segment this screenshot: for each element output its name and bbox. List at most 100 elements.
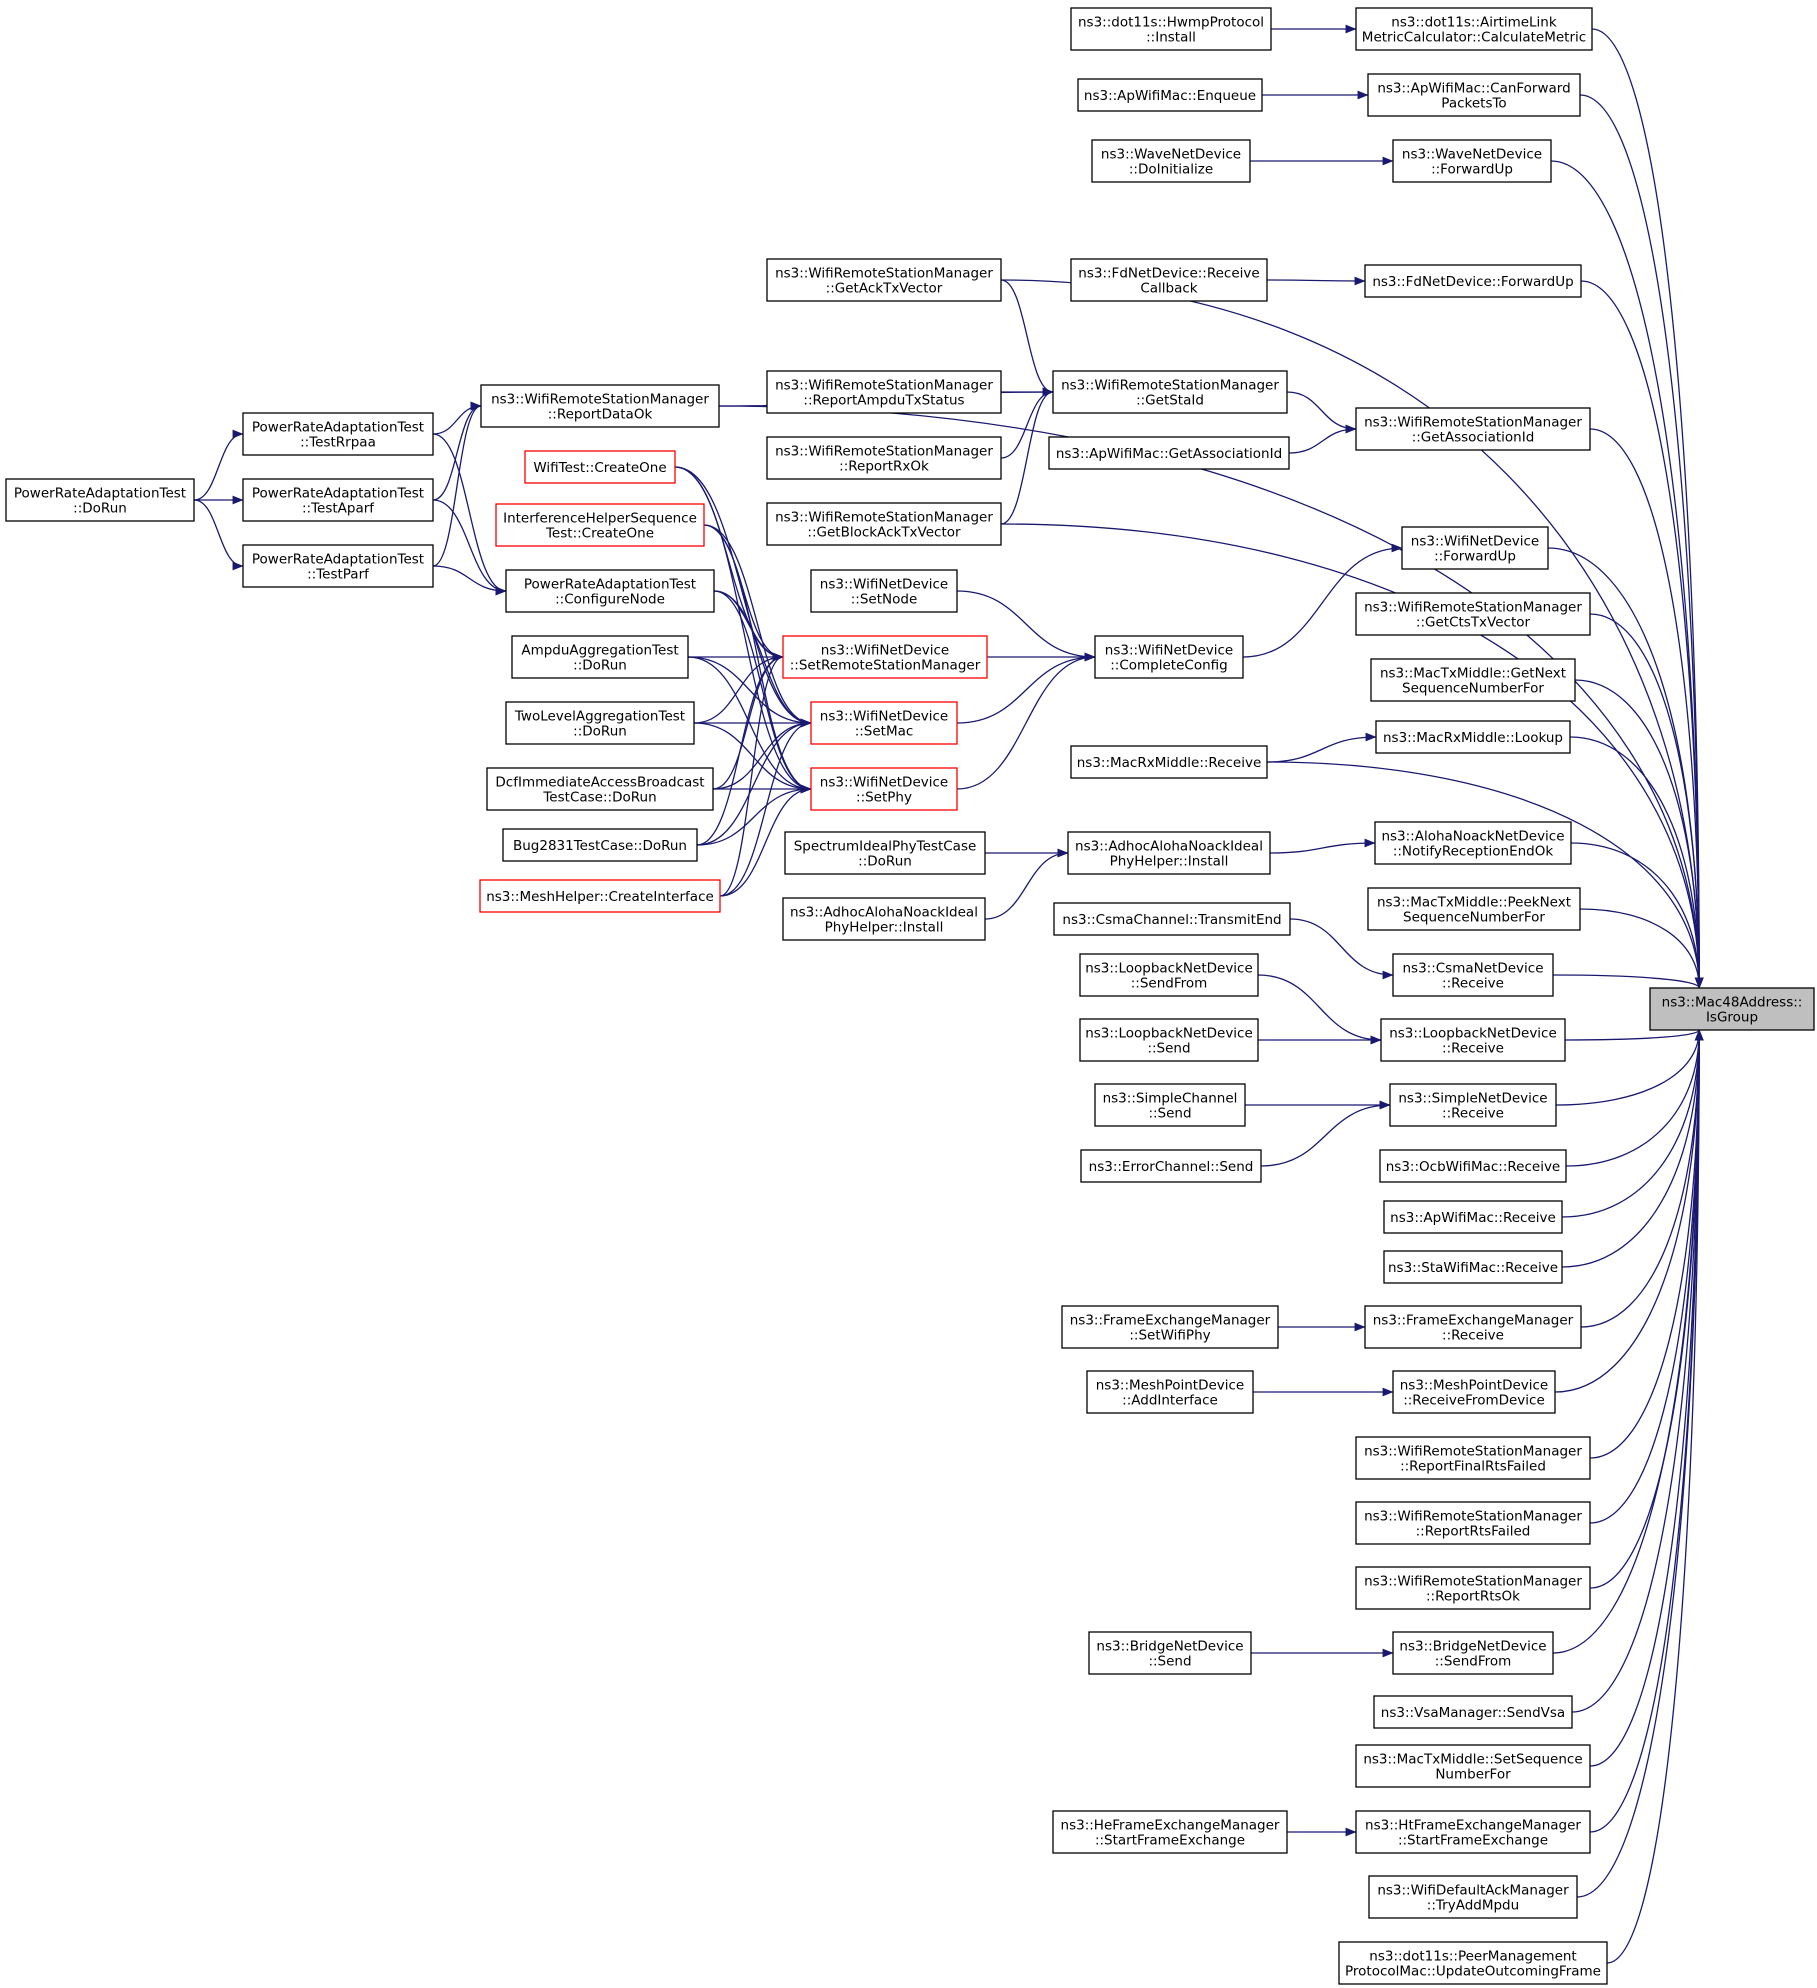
node-pra-testaparf[interactable]: PowerRateAdaptationTest::TestAparf <box>242 478 434 522</box>
node-wrsm-rtsok[interactable]: ns3::WifiRemoteStationManager::ReportRts… <box>1355 1566 1591 1610</box>
node-spectrum-dorun[interactable]: SpectrumIdealPhyTestCase::DoRun <box>784 831 986 875</box>
node-bridge-sendfrom[interactable]: ns3::BridgeNetDevice::SendFrom <box>1392 1631 1554 1675</box>
node-wrsm-getctstx[interactable]: ns3::WifiRemoteStationManager::GetCtsTxV… <box>1355 592 1591 636</box>
node-wnd-completeconfig[interactable]: ns3::WifiNetDevice::CompleteConfig <box>1094 635 1244 679</box>
node-csma-receive[interactable]: ns3::CsmaNetDevice::Receive <box>1392 953 1554 997</box>
node-loop-receive[interactable]: ns3::LoopbackNetDevice::Receive <box>1380 1018 1566 1062</box>
node-label-line: ::GetBlockAckTxVector <box>807 525 961 541</box>
node-csma-transmitend[interactable]: ns3::CsmaChannel::TransmitEnd <box>1053 902 1291 936</box>
node-wnd-setmac[interactable]: ns3::WifiNetDevice::SetMac <box>810 701 958 745</box>
node-ap-getassoc[interactable]: ns3::ApWifiMac::GetAssociationId <box>1048 436 1290 470</box>
edge-mactx_peeknext-to-mac48_isgroup <box>1579 908 1704 989</box>
node-wrsm-finalrts[interactable]: ns3::WifiRemoteStationManager::ReportFin… <box>1355 1436 1591 1480</box>
node-box <box>1355 1501 1591 1545</box>
node-sta-receive[interactable]: ns3::StaWifiMac::Receive <box>1383 1250 1563 1284</box>
node-label-line: ns3::ErrorChannel::Send <box>1089 1159 1254 1175</box>
node-mactx-peeknext[interactable]: ns3::MacTxMiddle::PeekNextSequenceNumber… <box>1367 887 1581 931</box>
node-label-line: ::SendFrom <box>1131 976 1208 992</box>
node-htfem-start[interactable]: ns3::HtFrameExchangeManager::StartFrameE… <box>1355 1810 1591 1854</box>
node-wnd-setphy[interactable]: ns3::WifiNetDevice::SetPhy <box>810 767 958 811</box>
node-wrsm-rtsfailed[interactable]: ns3::WifiRemoteStationManager::ReportRts… <box>1355 1501 1591 1545</box>
node-wnd-setrsm[interactable]: ns3::WifiNetDevice::SetRemoteStationMana… <box>782 635 988 679</box>
node-wnd-setnode[interactable]: ns3::WifiNetDevice::SetNode <box>810 569 958 613</box>
node-wrsm-reportrxok[interactable]: ns3::WifiRemoteStationManager::ReportRxO… <box>766 436 1002 480</box>
node-simplech-send[interactable]: ns3::SimpleChannel::Send <box>1094 1083 1246 1127</box>
node-wrsm-getstaid[interactable]: ns3::WifiRemoteStationManager::GetStaId <box>1052 370 1288 414</box>
node-label-line: ::SendFrom <box>1435 1654 1512 1670</box>
node-label-line: ns3::FrameExchangeManager <box>1070 1313 1271 1329</box>
node-box <box>1355 7 1593 51</box>
node-errorch-send[interactable]: ns3::ErrorChannel::Send <box>1080 1149 1262 1183</box>
node-label-line: ::Send <box>1147 1041 1190 1057</box>
node-fd-forwardup[interactable]: ns3::FdNetDevice::ForwardUp <box>1364 264 1582 298</box>
node-wave-forwardup[interactable]: ns3::WaveNetDevice::ForwardUp <box>1392 139 1552 183</box>
node-wave-doinit[interactable]: ns3::WaveNetDevice::DoInitialize <box>1091 139 1251 183</box>
node-label-line: ::GetCtsTxVector <box>1416 615 1531 631</box>
node-pra-confignode[interactable]: PowerRateAdaptationTest::ConfigureNode <box>505 569 715 613</box>
node-bug2831-dorun[interactable]: Bug2831TestCase::DoRun <box>502 828 698 862</box>
node-hefem-start[interactable]: ns3::HeFrameExchangeManager::StartFrameE… <box>1052 1810 1288 1854</box>
node-vsa-send[interactable]: ns3::VsaManager::SendVsa <box>1373 1695 1573 1729</box>
node-wdam-tryadd[interactable]: ns3::WifiDefaultAckManager::TryAddMpdu <box>1368 1875 1578 1919</box>
node-dcf-dorun[interactable]: DcfImmediateAccessBroadcastTestCase::DoR… <box>486 767 714 811</box>
node-wrsm-getassoc[interactable]: ns3::WifiRemoteStationManager::GetAssoci… <box>1355 407 1591 451</box>
node-bridge-send[interactable]: ns3::BridgeNetDevice::Send <box>1088 1631 1252 1675</box>
node-label-line: PhyHelper::Install <box>825 920 944 936</box>
node-loop-send[interactable]: ns3::LoopbackNetDevice::Send <box>1079 1018 1259 1062</box>
node-hwmp-install[interactable]: ns3::dot11s::HwmpProtocol::Install <box>1070 7 1272 51</box>
node-mpd-addif[interactable]: ns3::MeshPointDevice::AddInterface <box>1086 1370 1254 1414</box>
node-label-line: ns3::dot11s::HwmpProtocol <box>1078 15 1264 31</box>
node-twolevel-dorun[interactable]: TwoLevelAggregationTest::DoRun <box>505 701 695 745</box>
node-label-line: ::Receive <box>1442 1106 1504 1122</box>
node-label-line: ::TestRrpaa <box>300 435 376 451</box>
node-box <box>1370 658 1576 702</box>
node-label-line: ns3::WifiRemoteStationManager <box>1061 378 1279 394</box>
node-wifitest-create[interactable]: WifiTest::CreateOne <box>524 450 676 484</box>
node-loop-sendfrom[interactable]: ns3::LoopbackNetDevice::SendFrom <box>1079 953 1259 997</box>
node-pra-testrrpaa[interactable]: PowerRateAdaptationTest::TestRrpaa <box>242 412 434 456</box>
node-wrsm-getacktx[interactable]: ns3::WifiRemoteStationManager::GetAckTxV… <box>766 258 1002 302</box>
node-box <box>495 503 705 547</box>
node-label-line: ::GetStaId <box>1136 393 1204 409</box>
node-adhocaloha-install1[interactable]: ns3::AdhocAlohaNoackIdealPhyHelper::Inst… <box>1067 831 1271 875</box>
node-wrsm-reportdataok[interactable]: ns3::WifiRemoteStationManager::ReportDat… <box>480 384 720 428</box>
node-label-line: ::ReportRtsOk <box>1426 1589 1520 1605</box>
node-box <box>766 370 1002 414</box>
node-box <box>1379 1149 1567 1183</box>
node-mpd-recvfromdev[interactable]: ns3::MeshPointDevice::ReceiveFromDevice <box>1392 1370 1556 1414</box>
node-wnd-forwardup[interactable]: ns3::WifiNetDevice::ForwardUp <box>1401 526 1549 570</box>
node-fem-receive[interactable]: ns3::FrameExchangeManager::Receive <box>1364 1305 1582 1349</box>
node-macrx-receive[interactable]: ns3::MacRxMiddle::Receive <box>1070 745 1268 779</box>
node-pra-testparf[interactable]: PowerRateAdaptationTest::TestParf <box>242 544 434 588</box>
node-label-line: ns3::ApWifiMac::GetAssociationId <box>1056 446 1282 462</box>
node-ap-enqueue[interactable]: ns3::ApWifiMac::Enqueue <box>1077 78 1263 112</box>
node-ampdu-dorun[interactable]: AmpduAggregationTest::DoRun <box>511 635 689 679</box>
node-peermgmt-update[interactable]: ns3::dot11s::PeerManagementProtocolMac::… <box>1338 1941 1608 1985</box>
node-meshhelper-create[interactable]: ns3::MeshHelper::CreateInterface <box>479 879 721 913</box>
node-pra-dorun[interactable]: PowerRateAdaptationTest::DoRun <box>5 478 195 522</box>
node-simplend-receive[interactable]: ns3::SimpleNetDevice::Receive <box>1389 1083 1557 1127</box>
node-adhocaloha-install2[interactable]: ns3::AdhocAlohaNoackIdealPhyHelper::Inst… <box>782 897 986 941</box>
node-box <box>1383 1250 1563 1284</box>
node-wrsm-reportampdu[interactable]: ns3::WifiRemoteStationManager::ReportAmp… <box>766 370 1002 414</box>
edge-pra_testrrpaa-to-pra_confignode <box>432 433 507 596</box>
edge-wrsm_finalrts-to-mac48_isgroup <box>1589 1029 1704 1459</box>
node-ihst-create[interactable]: InterferenceHelperSequenceTest::CreateOn… <box>495 503 705 547</box>
node-aloha-notifyrx[interactable]: ns3::AlohaNoackNetDevice::NotifyReceptio… <box>1374 821 1572 865</box>
node-fem-setphy[interactable]: ns3::FrameExchangeManager::SetWifiPhy <box>1061 1305 1279 1349</box>
node-label-line: ns3::WifiRemoteStationManager <box>1364 415 1582 431</box>
node-box <box>1079 953 1259 997</box>
node-mac48-isgroup[interactable]: ns3::Mac48Address::IsGroup <box>1649 987 1815 1031</box>
node-ap-receive[interactable]: ns3::ApWifiMac::Receive <box>1383 1200 1563 1234</box>
node-label-line: ns3::WifiDefaultAckManager <box>1377 1883 1569 1899</box>
node-label-line: ::Send <box>1148 1106 1191 1122</box>
node-wrsm-getblockack[interactable]: ns3::WifiRemoteStationManager::GetBlockA… <box>766 502 1002 546</box>
node-macrx-lookup[interactable]: ns3::MacRxMiddle::Lookup <box>1375 720 1571 754</box>
node-airtime-calc[interactable]: ns3::dot11s::AirtimeLinkMetricCalculator… <box>1355 7 1593 51</box>
node-box <box>1053 902 1291 936</box>
node-mactx-getnextseq[interactable]: ns3::MacTxMiddle::GetNextSequenceNumberF… <box>1370 658 1576 702</box>
node-ocb-receive[interactable]: ns3::OcbWifiMac::Receive <box>1379 1149 1567 1183</box>
